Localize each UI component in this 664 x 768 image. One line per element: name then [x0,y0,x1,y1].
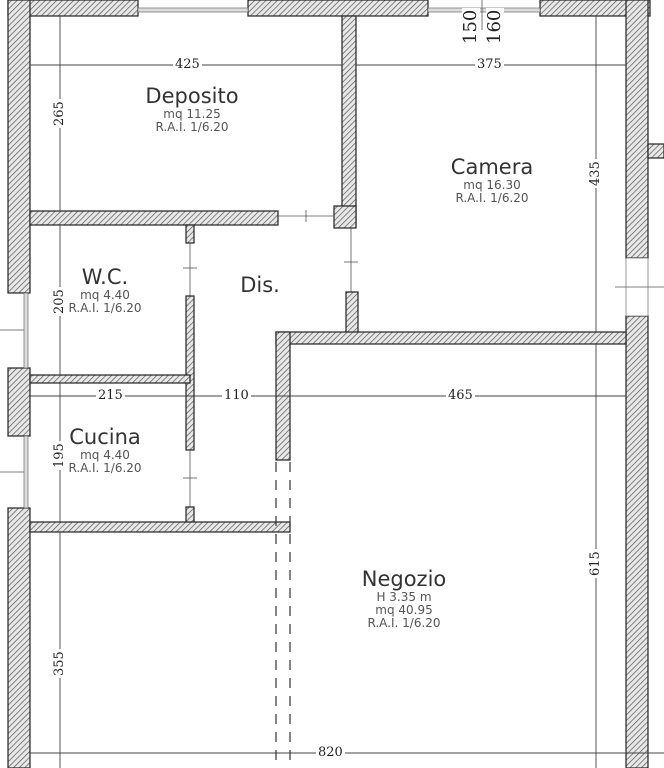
room-name: Deposito [145,84,239,108]
room-name: Dis. [240,273,280,297]
dim-cucina-width: 215 [96,388,125,403]
wall-wc-dis [185,295,195,451]
room-wc: W.C. mq 4.40 R.A.I. 1/6.20 [68,265,142,316]
dim-negozio-depth: 615 [588,549,603,578]
dim-dis-width: 110 [222,388,251,403]
wall-wc-cucina [29,374,191,384]
exterior-wall-left [0,0,31,768]
dim-deposito-depth: 265 [52,99,67,128]
dim-cucina-depth: 195 [52,441,67,470]
room-negozio: Negozio H 3.35 m mq 40.95 R.A.I. 1/6.20 [361,567,447,631]
room-dis: Dis. [240,273,280,297]
wall-deposito-bottom [29,210,279,226]
room-name: W.C. [81,265,129,289]
room-name: Cucina [69,425,141,449]
dim-window-height: 160 [484,7,505,46]
room-area: mq 40.95 [375,603,433,618]
room-name: Camera [450,155,534,179]
room-rai: R.A.I. 1/6.20 [367,616,441,631]
exterior-wall-top [7,0,651,30]
room-cucina: Cucina mq 4.40 R.A.I. 1/6.20 [68,425,142,476]
room-name: Negozio [361,567,447,591]
room-rai: R.A.I. 1/6.20 [68,301,142,316]
wall-camera-negozio [275,331,627,345]
wall-cucina-bottom [29,521,291,533]
dim-window-sill: 150 [460,7,481,46]
room-deposito: Deposito mq 11.25 R.A.I. 1/6.20 [145,84,239,135]
dim-camera-width: 375 [475,57,504,72]
room-area: mq 4.40 [80,288,130,303]
dim-deposito-width: 425 [173,57,202,72]
room-rai: R.A.I. 1/6.20 [68,461,142,476]
room-area: mq 11.25 [163,107,221,122]
wall-jamb [333,205,357,229]
room-area: mq 16.30 [463,178,521,193]
exterior-wall-right [615,0,664,768]
dim-wc-depth: 205 [52,287,67,316]
room-camera: Camera mq 16.30 R.A.I. 1/6.20 [450,155,534,206]
wall-deposito-camera [341,15,357,227]
room-height: H 3.35 m [376,590,432,605]
room-rai: R.A.I. 1/6.20 [455,191,529,206]
dim-negozio-width: 465 [446,388,475,403]
dim-camera-depth: 435 [588,159,603,188]
room-area: mq 4.40 [80,448,130,463]
dim-left-depth: 355 [52,649,67,678]
dim-total-width: 820 [316,745,345,760]
room-rai: R.A.I. 1/6.20 [155,120,229,135]
